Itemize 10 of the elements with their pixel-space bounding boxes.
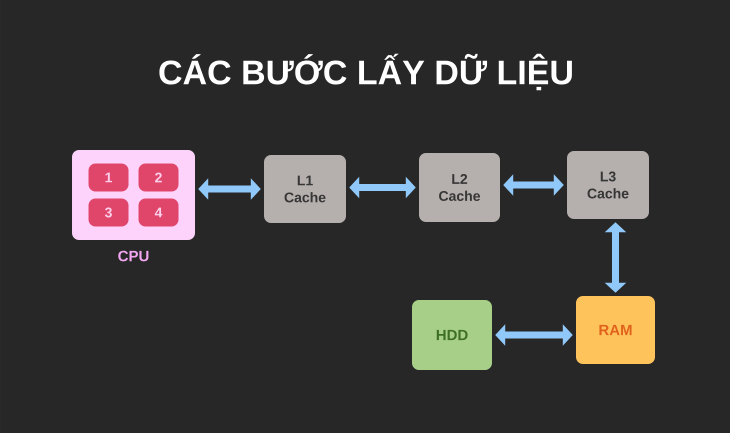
core-box: 4 <box>138 198 178 226</box>
cache-box: L3 Cache <box>567 151 649 219</box>
box-caption: CPU <box>118 250 148 262</box>
cache-box: L1 Cache <box>264 155 346 223</box>
cache-box: L2 Cache <box>419 153 500 222</box>
memory-box: RAM <box>576 296 655 364</box>
core-box: 2 <box>138 164 178 192</box>
core-box: 1 <box>88 164 128 192</box>
title: CÁC BƯỚC LẤY DỮ LIỆU <box>159 54 572 90</box>
core-box: 3 <box>88 198 128 226</box>
